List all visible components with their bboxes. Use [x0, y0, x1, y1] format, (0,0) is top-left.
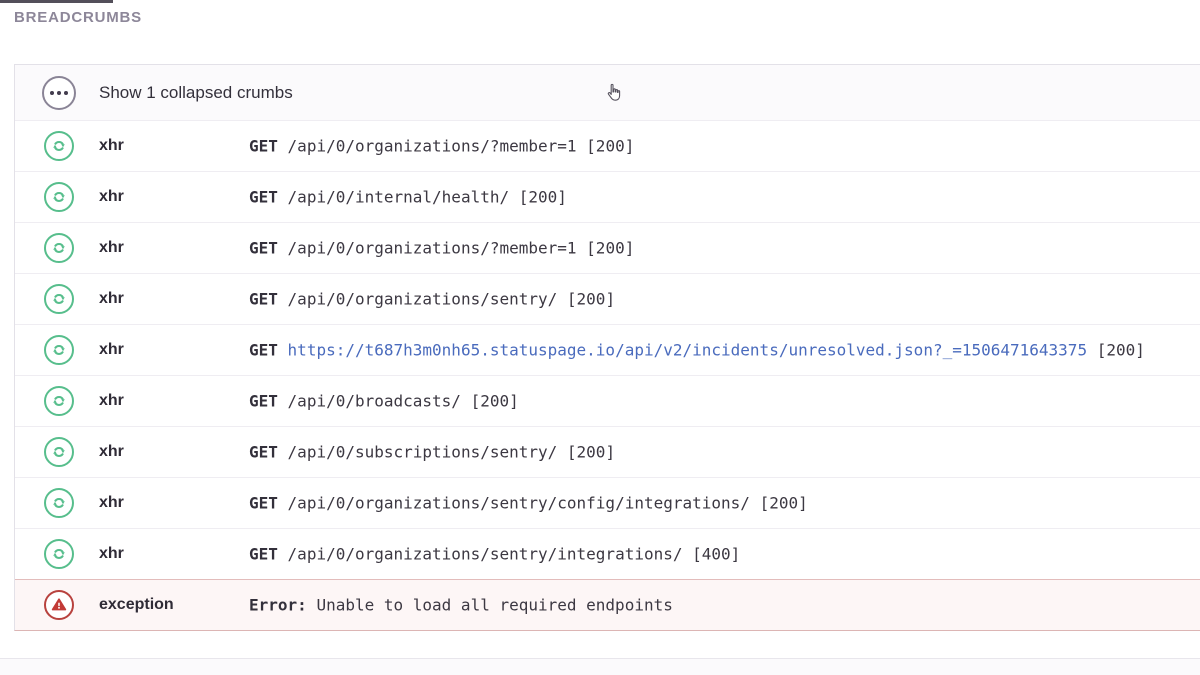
- exception-row: exception Error: Unable to load all requ…: [15, 579, 1200, 630]
- crumb-category: xhr: [99, 443, 124, 460]
- crumb-message: GET /api/0/organizations/?member=1 [200]: [249, 137, 634, 156]
- request-url: /api/0/internal/health/: [287, 187, 510, 207]
- refresh-icon: [44, 182, 74, 212]
- crumb-row: xhr GET https://t687h3m0nh65.statuspage.…: [15, 324, 1200, 375]
- crumb-message: GET /api/0/organizations/sentry/config/i…: [249, 494, 808, 513]
- error-text: Unable to load all required endpoints: [316, 595, 673, 615]
- refresh-icon: [44, 488, 74, 518]
- section-divider: [0, 658, 1200, 659]
- refresh-icon: [44, 233, 74, 263]
- breadcrumbs-list: Show 1 collapsed crumbs xhr GET /api/0/o…: [14, 64, 1200, 631]
- http-method: GET: [249, 493, 278, 513]
- error-label: Error:: [249, 595, 307, 615]
- crumb-category: xhr: [99, 392, 124, 409]
- crumb-row: xhr GET /api/0/organizations/sentry/inte…: [15, 528, 1200, 579]
- request-url: /api/0/organizations/sentry/config/integ…: [287, 493, 750, 513]
- http-method: GET: [249, 442, 278, 462]
- hand-pointer-cursor: [606, 83, 623, 109]
- ellipsis-icon: [42, 75, 76, 110]
- status-code: [200]: [566, 442, 616, 462]
- crumb-row: xhr GET /api/0/subscriptions/sentry/ [20…: [15, 426, 1200, 477]
- crumb-message: GET /api/0/organizations/sentry/integrat…: [249, 545, 740, 564]
- crumb-message: GET /api/0/organizations/sentry/ [200]: [249, 290, 615, 309]
- http-method: GET: [249, 136, 278, 156]
- crumb-category: xhr: [99, 239, 124, 256]
- request-url-link[interactable]: https://t687h3m0nh65.statuspage.io/api/v…: [287, 340, 1088, 360]
- crumb-category: xhr: [99, 341, 124, 358]
- status-code: [200]: [566, 289, 616, 309]
- crumb-message: GET /api/0/subscriptions/sentry/ [200]: [249, 443, 615, 462]
- status-code: [200]: [470, 391, 519, 411]
- http-method: GET: [249, 187, 278, 207]
- crumb-message: GET /api/0/internal/health/ [200]: [249, 188, 567, 207]
- crumb-category: xhr: [99, 188, 124, 205]
- crumb-row: xhr GET /api/0/organizations/sentry/conf…: [15, 477, 1200, 528]
- request-url: /api/0/broadcasts/: [287, 391, 461, 411]
- crumb-category: xhr: [99, 545, 124, 562]
- crumb-message: GET /api/0/organizations/?member=1 [200]: [249, 239, 634, 258]
- http-method: GET: [249, 289, 278, 309]
- refresh-icon: [44, 131, 74, 161]
- status-code: [200]: [518, 187, 567, 207]
- crumb-row: xhr GET /api/0/organizations/sentry/ [20…: [15, 273, 1200, 324]
- crumb-category: xhr: [99, 137, 124, 154]
- crumb-message: GET /api/0/broadcasts/ [200]: [249, 392, 519, 411]
- status-code: [200]: [759, 493, 808, 513]
- status-code: [200]: [586, 136, 635, 156]
- show-collapsed-crumbs-row[interactable]: Show 1 collapsed crumbs: [15, 65, 1200, 120]
- refresh-icon: [44, 386, 74, 416]
- crumb-category: xhr: [99, 494, 124, 511]
- next-section-edge: [0, 659, 1200, 675]
- clipped-element-edge: [0, 0, 113, 3]
- refresh-icon: [44, 284, 74, 314]
- request-url: /api/0/organizations/sentry/integrations…: [287, 544, 683, 564]
- crumb-row: xhr GET /api/0/broadcasts/ [200]: [15, 375, 1200, 426]
- warning-triangle-icon: [44, 590, 74, 620]
- request-url: /api/0/organizations/?member=1: [287, 238, 577, 258]
- refresh-icon: [44, 437, 74, 467]
- crumb-message: GET https://t687h3m0nh65.statuspage.io/a…: [249, 341, 1145, 360]
- request-url: /api/0/subscriptions/sentry/: [287, 442, 558, 462]
- http-method: GET: [249, 544, 278, 564]
- crumb-row: xhr GET /api/0/internal/health/ [200]: [15, 171, 1200, 222]
- http-method: GET: [249, 238, 278, 258]
- exception-message: Error: Unable to load all required endpo…: [249, 596, 673, 615]
- refresh-icon: [44, 335, 74, 365]
- http-method: GET: [249, 340, 278, 360]
- section-title: BREADCRUMBS: [14, 9, 142, 26]
- status-code: [400]: [692, 544, 741, 564]
- status-code: [200]: [1096, 340, 1145, 360]
- crumb-category: xhr: [99, 290, 124, 307]
- crumb-category: exception: [99, 596, 174, 613]
- status-code: [200]: [586, 238, 635, 258]
- collapse-label: Show 1 collapsed crumbs: [99, 82, 293, 102]
- crumb-row: xhr GET /api/0/organizations/?member=1 […: [15, 222, 1200, 273]
- refresh-icon: [44, 539, 74, 569]
- http-method: GET: [249, 391, 278, 411]
- request-url: /api/0/organizations/?member=1: [287, 136, 577, 156]
- request-url: /api/0/organizations/sentry/: [287, 289, 558, 309]
- crumb-row: xhr GET /api/0/organizations/?member=1 […: [15, 120, 1200, 171]
